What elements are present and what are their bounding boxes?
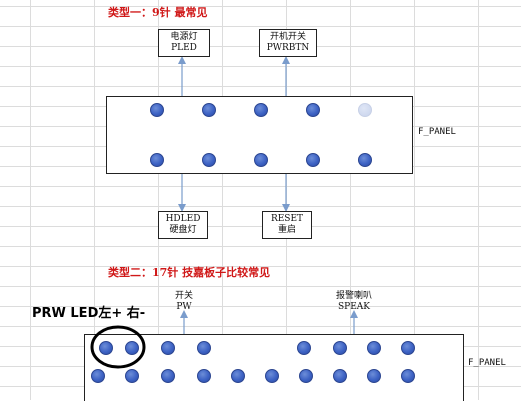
speak-label: 报警喇叭 SPEAK <box>324 291 384 313</box>
pin <box>367 341 381 355</box>
pin <box>197 341 211 355</box>
pin <box>299 369 313 383</box>
pin <box>306 153 320 167</box>
pin <box>125 369 139 383</box>
reset-label-en: RESET <box>270 214 304 224</box>
pin <box>125 341 139 355</box>
speak-label-en: SPEAK <box>337 302 370 312</box>
pled-label-cn: 电源灯 <box>170 32 198 42</box>
pin <box>401 369 415 383</box>
type1-heading: 类型一：9针 最常见 <box>108 6 208 19</box>
hdled-arrowhead <box>178 204 186 212</box>
pw-label: 开关 PW <box>168 291 200 313</box>
pin <box>401 341 415 355</box>
pled-label-box: 电源灯 PLED <box>158 29 210 57</box>
pin <box>202 103 216 117</box>
pwrbtn-label-cn: 开机开关 <box>269 32 306 42</box>
empty-pin-slot <box>358 103 372 117</box>
pin <box>150 103 164 117</box>
reset-label-cn: 重启 <box>277 225 296 235</box>
pw-label-en: PW <box>176 302 192 312</box>
pin <box>254 153 268 167</box>
reset-arrowhead <box>282 204 290 212</box>
speak-arrowhead <box>350 310 358 318</box>
pin <box>99 341 113 355</box>
pin <box>231 369 245 383</box>
pin <box>197 369 211 383</box>
pin <box>150 153 164 167</box>
pin <box>333 369 347 383</box>
pin <box>265 369 279 383</box>
pin <box>91 369 105 383</box>
pwrbtn-label-box: 开机开关 PWRBTN <box>259 29 317 57</box>
pwrbtn-arrowhead <box>282 56 290 64</box>
type1-panel-name: F_PANEL <box>418 127 456 137</box>
reset-label-box: RESET 重启 <box>262 211 312 239</box>
pled-arrowhead <box>178 56 186 64</box>
hdled-label-box: HDLED 硬盘灯 <box>158 211 208 239</box>
type2-heading: 类型二：17针 技嘉板子比较常见 <box>108 266 271 279</box>
pin <box>358 153 372 167</box>
hdled-label-en: HDLED <box>165 214 201 224</box>
pin <box>367 369 381 383</box>
prw-led-highlight-circle <box>90 325 146 369</box>
pw-label-cn: 开关 <box>174 291 193 301</box>
pin <box>254 103 268 117</box>
pin <box>161 369 175 383</box>
pin <box>297 341 311 355</box>
pin <box>333 341 347 355</box>
hdled-label-cn: 硬盘灯 <box>169 225 197 235</box>
pw-arrowhead <box>180 310 188 318</box>
pin <box>306 103 320 117</box>
speak-label-cn: 报警喇叭 <box>335 291 372 301</box>
pwrbtn-label-en: PWRBTN <box>266 43 310 53</box>
pin <box>202 153 216 167</box>
pin <box>161 341 175 355</box>
type2-panel-name: F_PANEL <box>468 358 506 368</box>
pled-label-en: PLED <box>171 43 197 53</box>
prw-led-polarity-note: PRW LED左+ 右- <box>32 306 146 321</box>
type2-f-panel-connector <box>84 334 464 401</box>
